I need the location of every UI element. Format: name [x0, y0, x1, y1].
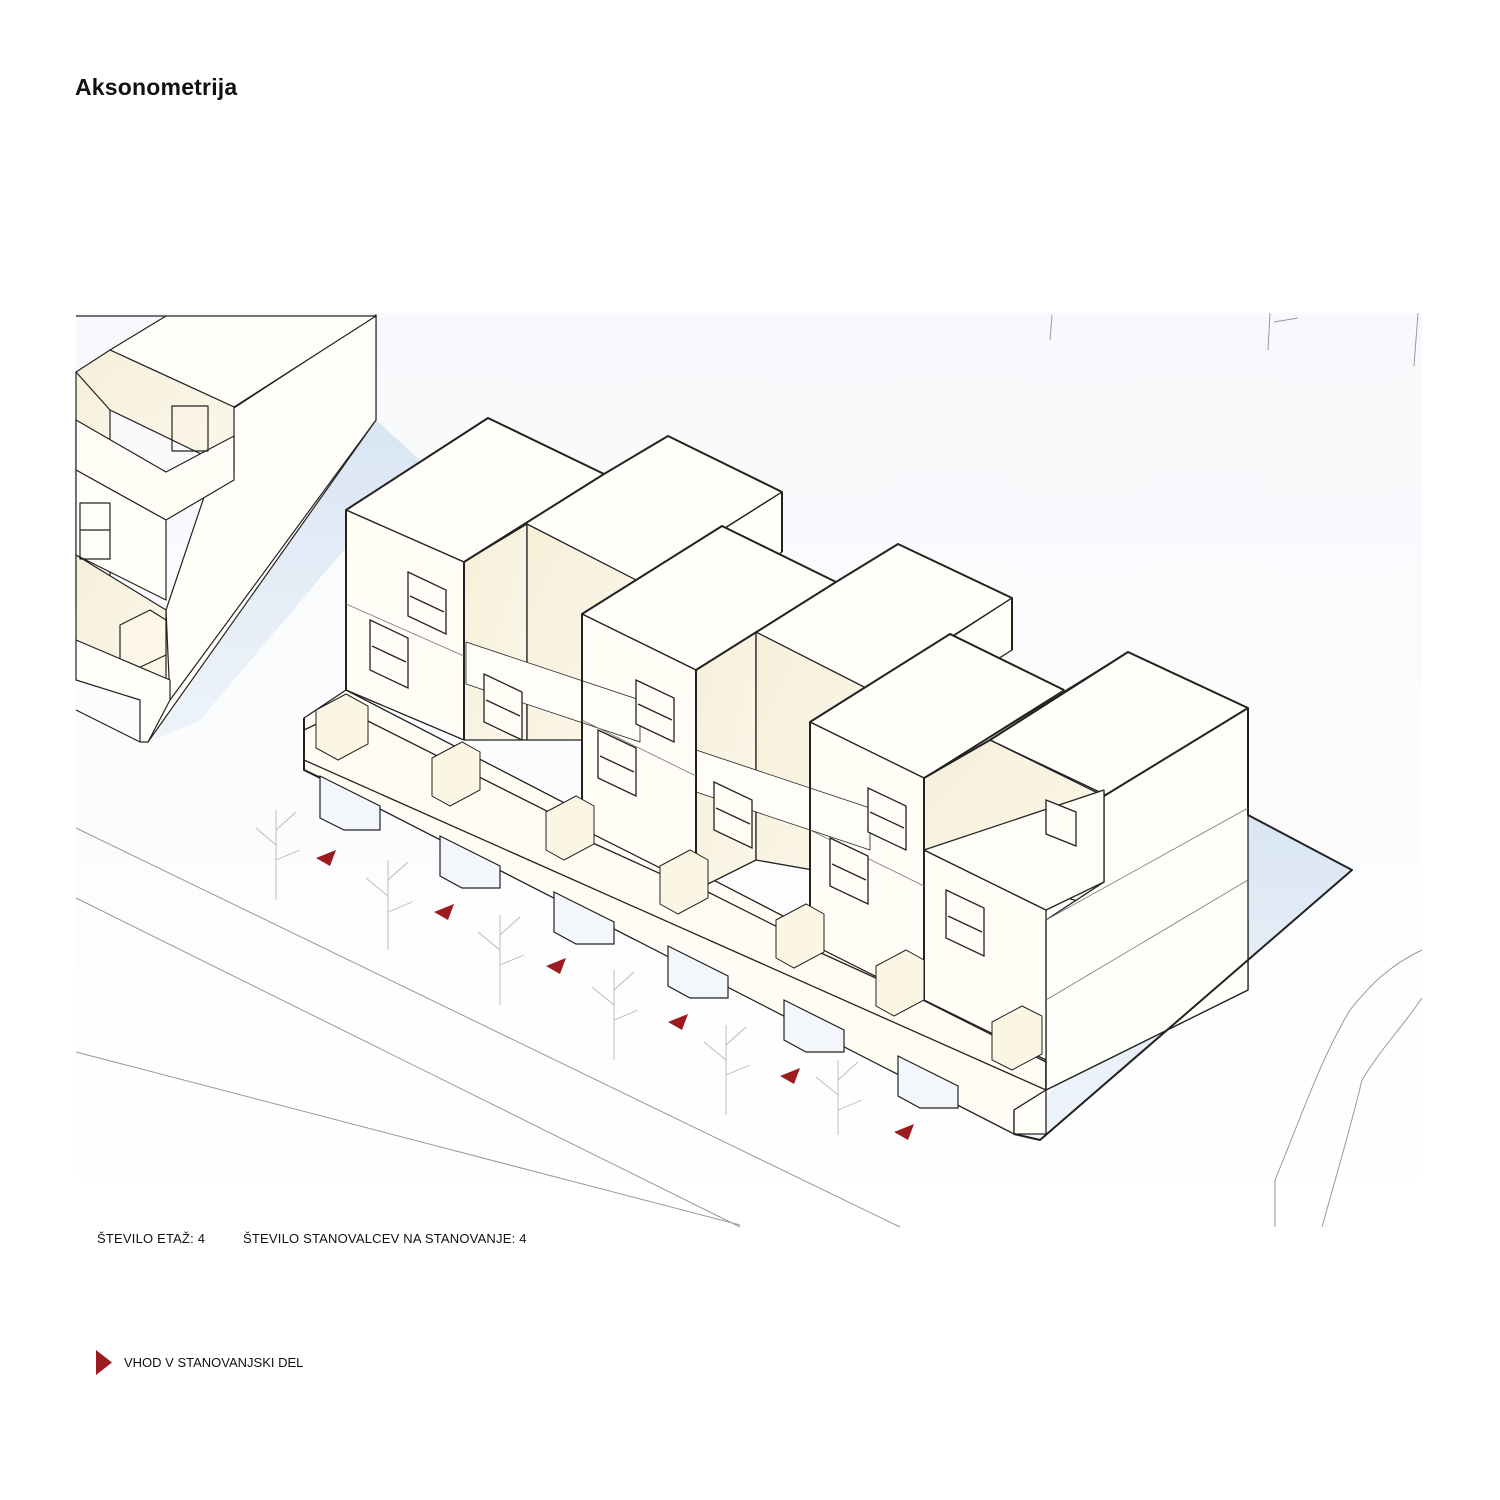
tree [365, 860, 413, 950]
floor-count-label: ŠTEVILO ETAŽ: 4 [97, 1231, 206, 1246]
left-building [75, 314, 377, 743]
tree [703, 1025, 751, 1115]
entrance-markers [316, 850, 914, 1140]
windows [369, 570, 1077, 958]
balcony-boxes [315, 693, 1043, 1071]
legend-entrance-label: VHOD V STANOVANJSKI DEL [124, 1355, 304, 1370]
page-title: Aksonometrija [75, 74, 238, 100]
entrance-marker-icon [780, 1068, 800, 1084]
residents-count-label: ŠTEVILO STANOVALCEV NA STANOVANJE: 4 [243, 1231, 527, 1246]
ground-piers [319, 775, 959, 1109]
tree [591, 970, 639, 1060]
shadow-left-block [150, 420, 420, 742]
entrance-marker-icon [546, 958, 566, 974]
tree [477, 915, 525, 1005]
legend-entrance: VHOD V STANOVANJSKI DEL [96, 1350, 303, 1375]
ground-lines [75, 312, 1423, 1228]
entrance-marker-icon [316, 850, 336, 866]
trees [255, 810, 863, 1135]
main-outline [303, 417, 1353, 1141]
tree [255, 810, 301, 900]
entrance-triangle-icon [96, 1350, 112, 1375]
main-building [303, 417, 1249, 1135]
tree [815, 1060, 863, 1135]
entrance-marker-icon [434, 904, 454, 920]
entrance-marker-icon [894, 1124, 914, 1140]
entrance-marker-icon [668, 1014, 688, 1030]
